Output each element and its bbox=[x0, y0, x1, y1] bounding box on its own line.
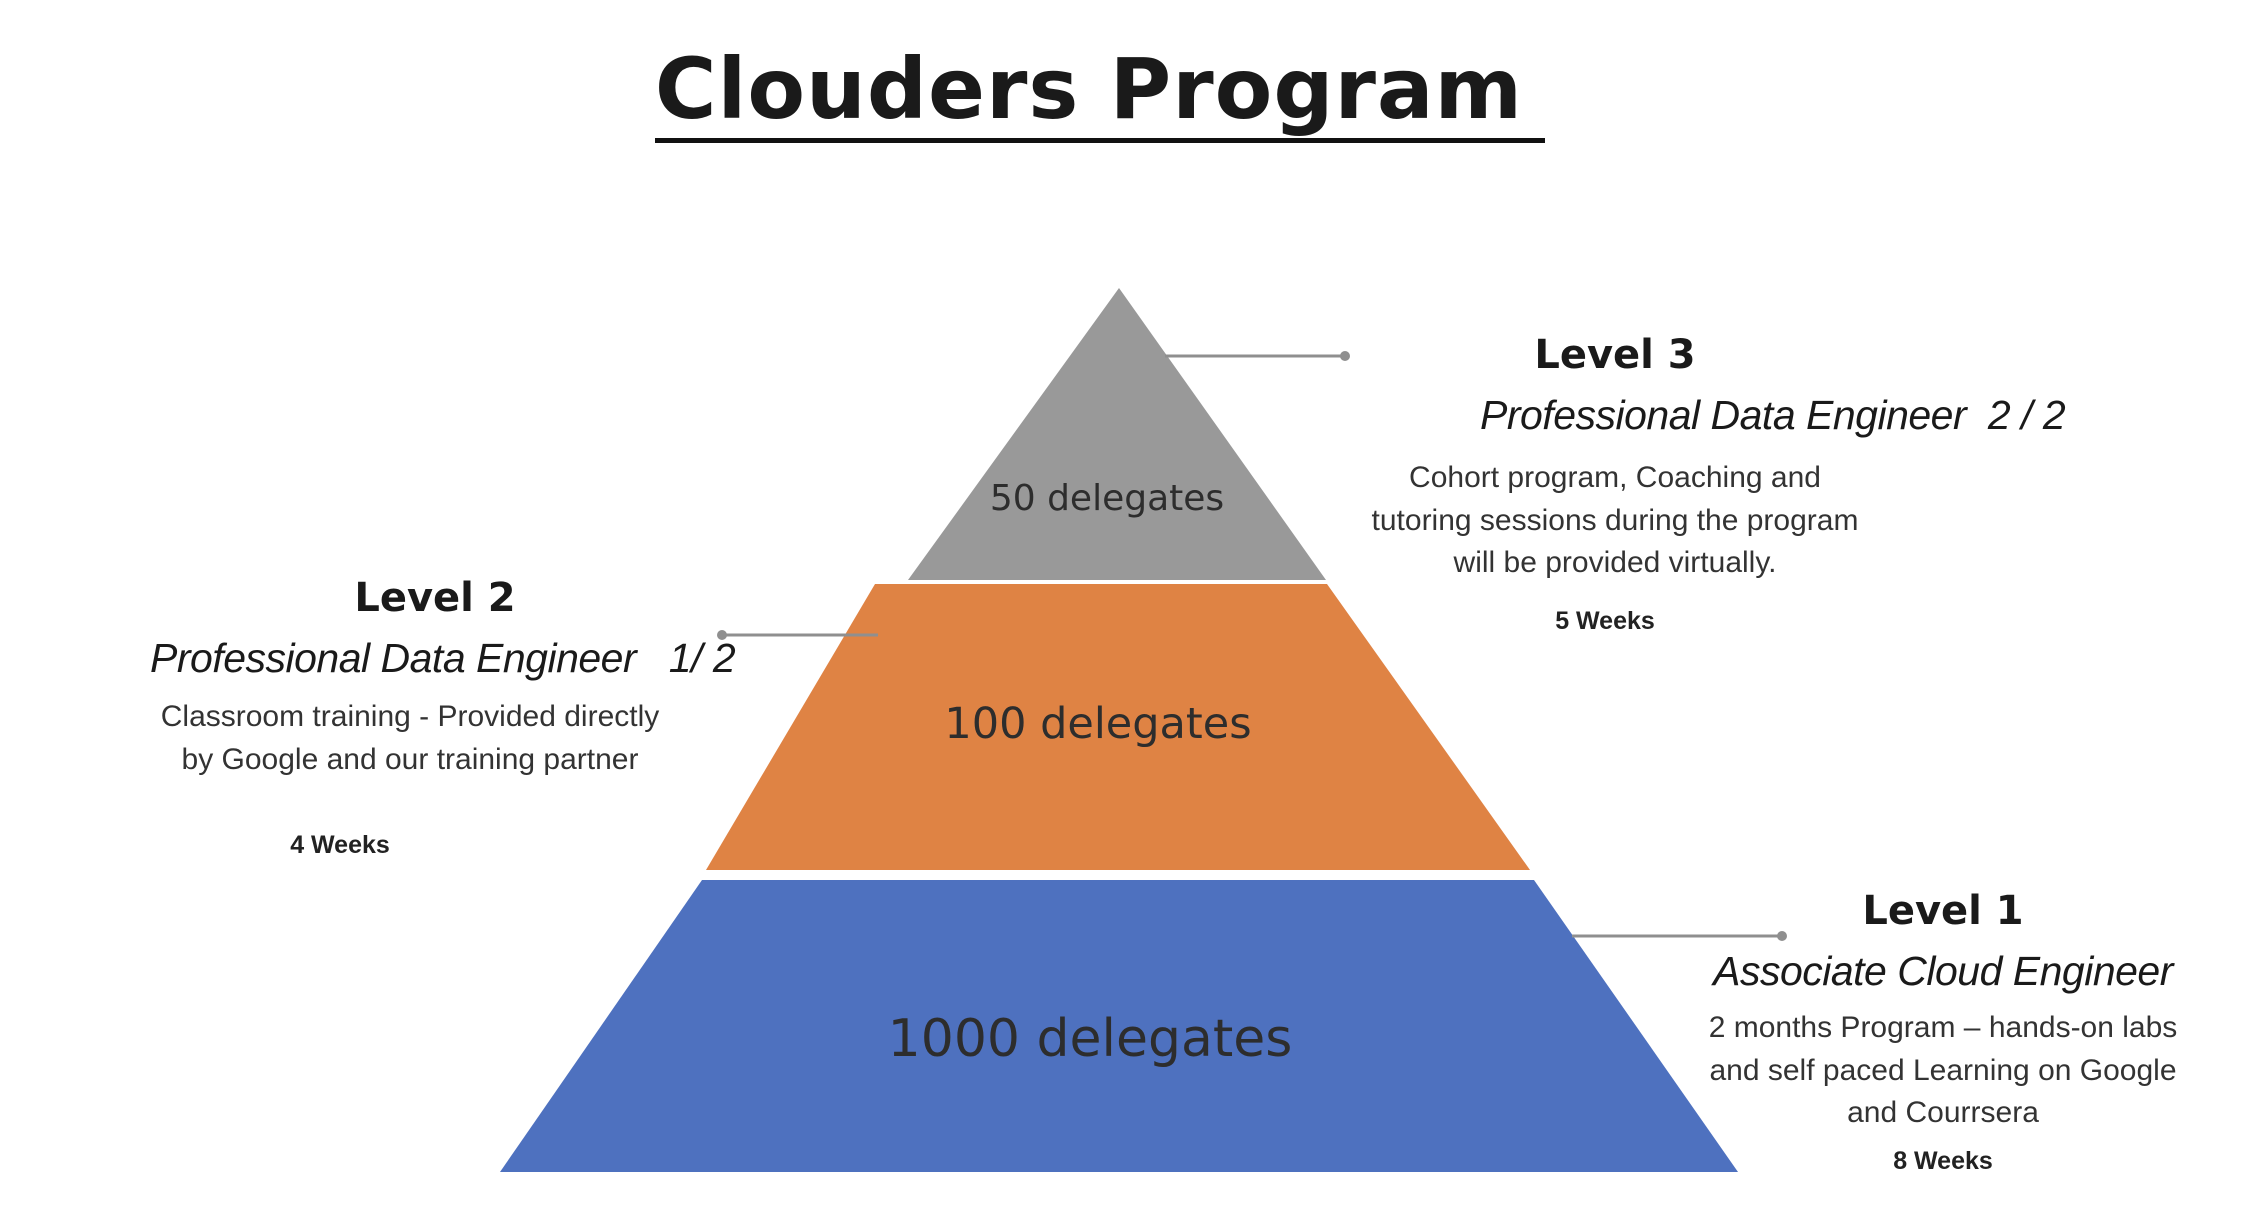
level3-description: Cohort program, Coaching and tutoring se… bbox=[1371, 461, 1859, 580]
tier-label-level1: 1000 delegates bbox=[888, 1009, 1293, 1069]
tier-label-level2: 100 delegates bbox=[944, 699, 1251, 749]
level2-title: Level 2 bbox=[354, 575, 516, 621]
pyramid-tier-level1 bbox=[500, 880, 1738, 1172]
page-title-text: Clouders Program bbox=[654, 40, 1546, 143]
level1-title: Level 1 bbox=[1862, 888, 2024, 934]
level2-info: Level 2 Professional Data Engineer 1/ 2 … bbox=[150, 575, 736, 860]
level1-info: Level 1 Associate Cloud Engineer 2 month… bbox=[1698, 888, 2188, 1176]
level3-duration: 5 Weeks bbox=[1555, 606, 1655, 635]
level3-title: Level 3 bbox=[1534, 332, 1696, 378]
level2-subtitle: Professional Data Engineer 1/ 2 bbox=[150, 635, 736, 681]
tier-label-level3: 50 delegates bbox=[990, 478, 1224, 519]
level2-description: Classroom training - Provided directly b… bbox=[160, 700, 660, 776]
level1-duration: 8 Weeks bbox=[1893, 1146, 1993, 1175]
page-title: Clouders Program bbox=[0, 40, 2200, 143]
level3-subtitle: Professional Data Engineer 2 / 2 bbox=[1480, 392, 2066, 438]
level1-description: 2 months Program – hands-on labs and sel… bbox=[1708, 1011, 2178, 1130]
connector-level2 bbox=[717, 630, 878, 640]
connector-level1 bbox=[1572, 931, 1787, 941]
pyramid-tier-level3 bbox=[908, 288, 1326, 580]
connector-level3 bbox=[1165, 351, 1350, 361]
level1-subtitle: Associate Cloud Engineer bbox=[1713, 948, 2173, 994]
level3-info: Level 3 Professional Data Engineer 2 / 2… bbox=[1370, 332, 2066, 636]
pyramid-tier-level2 bbox=[706, 584, 1530, 870]
level2-duration: 4 Weeks bbox=[290, 831, 390, 860]
